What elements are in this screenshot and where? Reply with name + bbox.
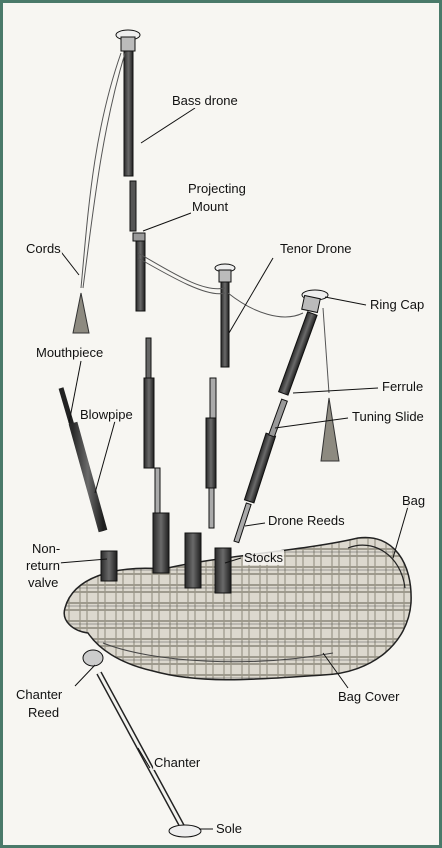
bass-drone-shape (116, 30, 145, 311)
label-tuning-slide: Tuning Slide (351, 409, 425, 424)
label-mouthpiece: Mouthpiece (35, 345, 104, 360)
label-ferrule: Ferrule (381, 379, 424, 394)
leader-lines (58, 108, 409, 829)
label-non-return-valve-line3: valve (27, 575, 59, 590)
label-non-return-valve-line1: Non- (31, 541, 61, 556)
label-chanter: Chanter (153, 755, 201, 770)
label-sole: Sole (215, 821, 243, 836)
label-chanter-reed-line2: Reed (27, 705, 60, 720)
label-projecting-mount-line1: Projecting (187, 181, 247, 196)
label-bass-drone: Bass drone (171, 93, 239, 108)
bagpipe-illustration (3, 3, 439, 845)
label-bag-cover: Bag Cover (337, 689, 400, 704)
label-bag: Bag (401, 493, 426, 508)
label-stocks: Stocks (243, 550, 284, 565)
lower-drone-parts (144, 338, 276, 543)
chanter-shape (83, 650, 201, 837)
tenor-drone-shape (215, 264, 328, 437)
label-ring-cap: Ring Cap (369, 297, 425, 312)
label-blowpipe: Blowpipe (79, 407, 134, 422)
label-chanter-reed-line1: Chanter (15, 687, 63, 702)
label-cords: Cords (25, 241, 62, 256)
label-tenor-drone: Tenor Drone (279, 241, 353, 256)
label-projecting-mount-line2: Mount (191, 199, 229, 214)
label-non-return-valve-line2: return (25, 558, 61, 573)
label-drone-reeds: Drone Reeds (267, 513, 346, 528)
